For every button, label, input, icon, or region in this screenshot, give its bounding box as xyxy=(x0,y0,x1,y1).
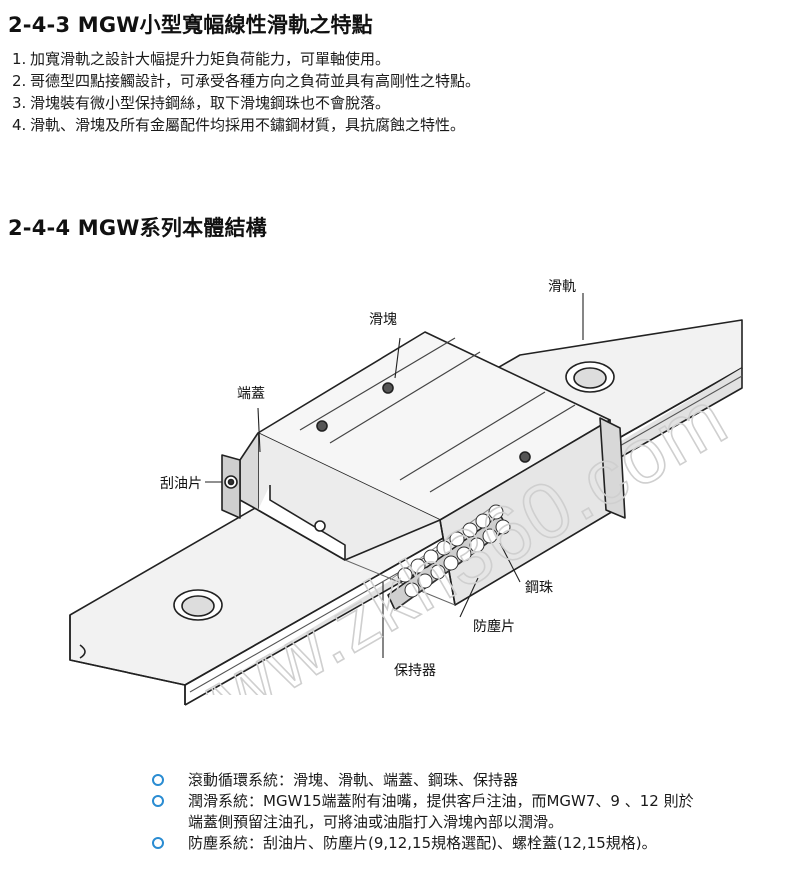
feature-text: 哥德型四點接觸設計，可承受各種方向之負荷並具有高剛性之特點。 xyxy=(30,72,481,90)
system-text: 防塵系統：刮油片、防塵片(9,12,15規格選配)、螺栓蓋(12,15規格)。 xyxy=(188,834,657,852)
callout-dust-seal: 防塵片 xyxy=(473,619,515,635)
system-text-continued: 端蓋側預留注油孔，可將油或油脂打入滑塊內部以潤滑。 xyxy=(188,813,564,831)
system-text: 潤滑系統：MGW15端蓋附有油嘴，提供客戶注油，而MGW7、9 、12 則於 xyxy=(188,792,694,810)
rail-hole-back xyxy=(565,361,615,393)
system-item: 潤滑系統：MGW15端蓋附有油嘴，提供客戶注油，而MGW7、9 、12 則於 端… xyxy=(152,791,792,833)
callout-steel-ball: 鋼珠 xyxy=(525,580,553,596)
rail-hole-front xyxy=(173,589,223,621)
bullet-circle-icon xyxy=(152,837,164,849)
feature-number: 3. xyxy=(12,94,27,112)
features-list: 1.加寬滑軌之設計大幅提升力矩負荷能力，可單軸使用。 2.哥德型四點接觸設計，可… xyxy=(12,48,480,136)
linear-guide-diagram xyxy=(69,293,743,706)
steel-balls xyxy=(397,504,511,598)
feature-text: 滑塊裝有微小型保持鋼絲，取下滑塊鋼珠也不會脫落。 xyxy=(30,94,391,112)
feature-text: 加寬滑軌之設計大幅提升力矩負荷能力，可單軸使用。 xyxy=(30,50,391,68)
features-heading: 2-4-3 MGW小型寬幅線性滑軌之特點 xyxy=(8,13,373,37)
callout-rail: 滑軌 xyxy=(548,279,576,295)
feature-item: 2.哥德型四點接觸設計，可承受各種方向之負荷並具有高剛性之特點。 xyxy=(12,70,480,92)
callout-end-cap: 端蓋 xyxy=(237,386,265,402)
callout-retainer: 保持器 xyxy=(394,663,436,679)
system-item: 滾動循環系統：滑塊、滑軌、端蓋、鋼珠、保持器 xyxy=(152,770,792,791)
feature-number: 1. xyxy=(12,50,27,68)
callout-scraper: 刮油片 xyxy=(160,476,202,492)
feature-number: 4. xyxy=(12,116,27,134)
structure-heading: 2-4-4 MGW系列本體結構 xyxy=(8,216,267,240)
feature-number: 2. xyxy=(12,72,27,90)
slider-block xyxy=(221,331,626,606)
systems-list: 滾動循環系統：滑塊、滑軌、端蓋、鋼珠、保持器 潤滑系統：MGW15端蓋附有油嘴，… xyxy=(152,770,792,854)
callout-block: 滑塊 xyxy=(369,312,397,328)
bullet-circle-icon xyxy=(152,795,164,807)
feature-text: 滑軌、滑塊及所有金屬配件均採用不鏽鋼材質，具抗腐蝕之特性。 xyxy=(30,116,466,134)
bullet-circle-icon xyxy=(152,774,164,786)
feature-item: 3.滑塊裝有微小型保持鋼絲，取下滑塊鋼珠也不會脫落。 xyxy=(12,92,480,114)
feature-item: 4.滑軌、滑塊及所有金屬配件均採用不鏽鋼材質，具抗腐蝕之特性。 xyxy=(12,114,480,136)
system-text: 滾動循環系統：滑塊、滑軌、端蓋、鋼珠、保持器 xyxy=(188,771,519,789)
leader-lines xyxy=(205,293,584,658)
feature-item: 1.加寬滑軌之設計大幅提升力矩負荷能力，可單軸使用。 xyxy=(12,48,480,70)
system-item: 防塵系統：刮油片、防塵片(9,12,15規格選配)、螺栓蓋(12,15規格)。 xyxy=(152,833,792,854)
